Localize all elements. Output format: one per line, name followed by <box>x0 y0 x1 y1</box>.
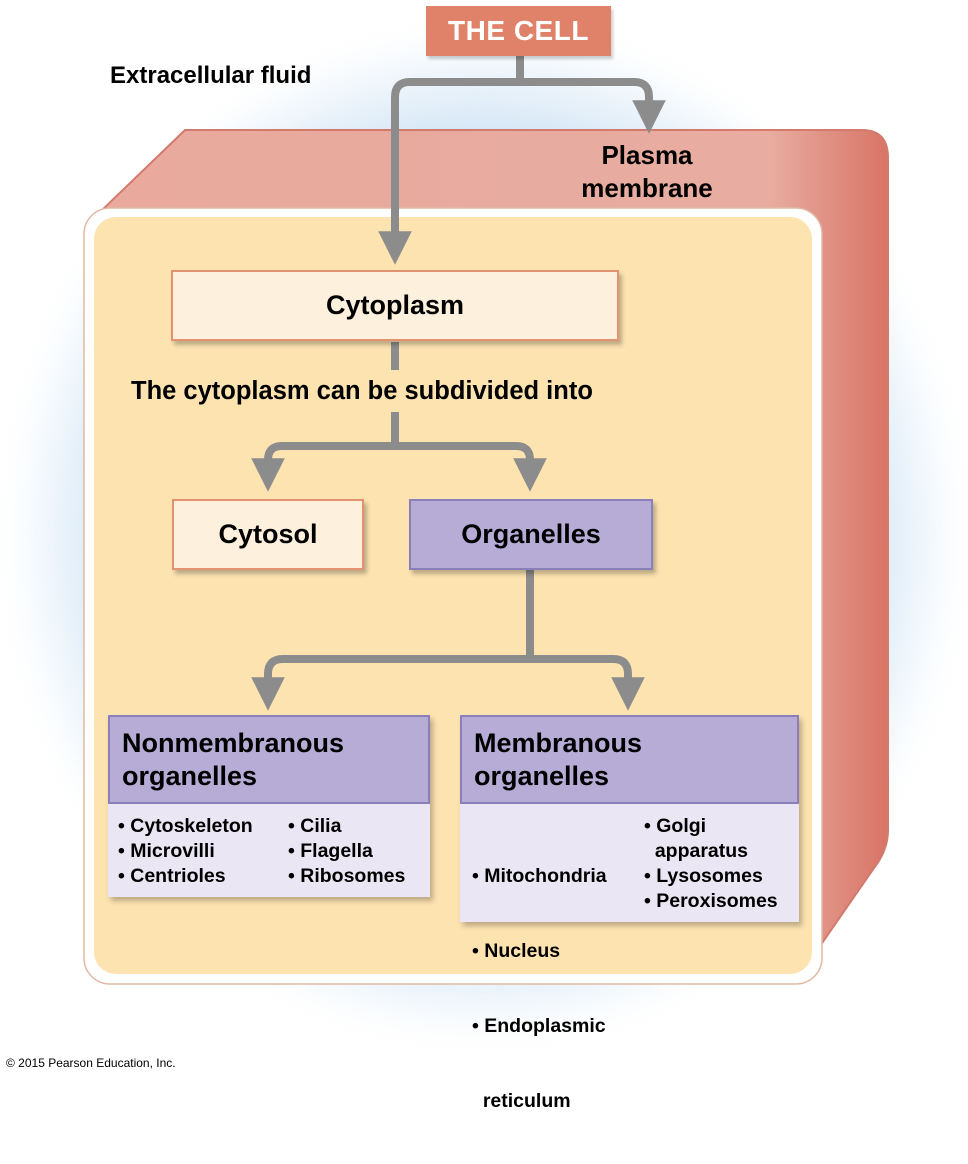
membranous-list: • Mitochondria • Nucleus • Endoplasmic r… <box>460 804 799 1112</box>
cytoplasm-box: Cytoplasm <box>171 270 619 341</box>
membranous-col1: • Mitochondria • Nucleus • Endoplasmic r… <box>472 814 607 1164</box>
nonmembranous-col2: • Cilia • Flagella • Ribosomes <box>288 814 405 889</box>
list-item: • Lysosomes <box>644 865 763 887</box>
arrow-to-plasma-membrane <box>520 78 666 134</box>
arrow-to-organelles <box>395 442 547 492</box>
copyright-text: © 2015 Pearson Education, Inc. <box>6 1056 176 1070</box>
list-item: apparatus <box>644 840 749 862</box>
title-the-cell: THE CELL <box>426 6 611 56</box>
plasma-membrane-label: Plasma membrane <box>562 139 732 205</box>
list-item: • Flagella <box>288 840 373 862</box>
nonmembranous-group: Nonmembranous organelles • Cytoskeleton … <box>108 715 430 897</box>
cytoplasm-label: Cytoplasm <box>325 290 465 320</box>
membranous-header: Membranous organelles <box>460 715 799 804</box>
list-item: • Endoplasmic <box>472 1015 606 1037</box>
membranous-title-line2: organelles <box>474 761 610 791</box>
nonmembranous-header: Nonmembranous organelles <box>108 715 430 804</box>
organelles-box: Organelles <box>409 499 653 570</box>
subdivided-text: The cytoplasm can be subdivided into <box>131 377 593 406</box>
list-item: • Cilia <box>288 815 342 837</box>
nonmembranous-title-line2: organelles <box>122 761 258 791</box>
list-item: • Nucleus <box>472 940 561 962</box>
list-item: • Golgi <box>644 815 707 837</box>
list-item: • Ribosomes <box>288 865 406 887</box>
nonmembranous-list: • Cytoskeleton • Microvilli • Centrioles… <box>108 804 430 897</box>
list-item: • Centrioles <box>118 865 226 887</box>
list-item: reticulum <box>472 1090 571 1112</box>
arrow-to-membranous <box>530 655 645 711</box>
membranous-group: Membranous organelles • Mitochondria • N… <box>460 715 799 1112</box>
membranous-title-line1: Membranous <box>474 728 643 758</box>
plasma-membrane-line2: membrane <box>581 173 713 203</box>
list-item: • Microvilli <box>118 840 215 862</box>
nonmembranous-col1: • Cytoskeleton • Microvilli • Centrioles <box>118 814 253 889</box>
arrow-to-nonmembranous <box>251 655 530 711</box>
membranous-col2: • Golgi apparatus • Lysosomes • Peroxiso… <box>644 814 778 914</box>
list-item: • Cytoskeleton <box>118 815 253 837</box>
extracellular-fluid-label: Extracellular fluid <box>110 62 312 89</box>
list-item: • Peroxisomes <box>644 890 778 912</box>
nonmembranous-title-line1: Nonmembranous <box>122 728 345 758</box>
arrow-to-cytoplasm <box>378 78 520 265</box>
organelles-label: Organelles <box>461 519 601 549</box>
cytosol-box: Cytosol <box>172 499 364 570</box>
plasma-membrane-line1: Plasma <box>601 140 693 170</box>
arrow-to-cytosol <box>251 442 395 492</box>
cytosol-label: Cytosol <box>218 519 318 549</box>
list-item: • Mitochondria <box>472 865 607 887</box>
